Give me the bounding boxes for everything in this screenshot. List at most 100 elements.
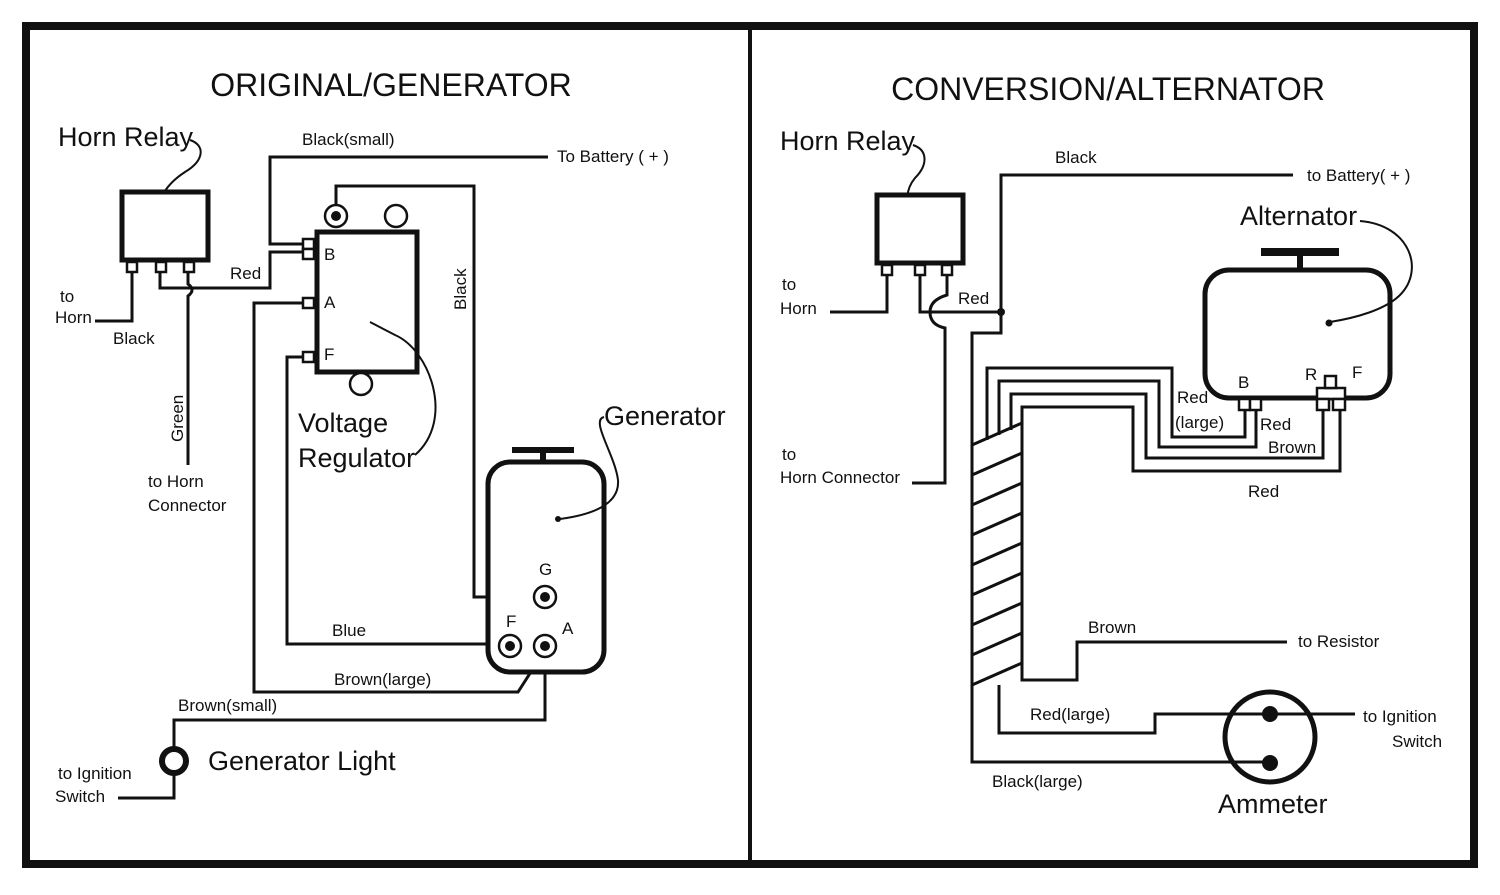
to-horn-label-2: Horn (55, 308, 92, 327)
wire-label-brown-resistor: Brown (1088, 618, 1136, 637)
to-horn-connector-label-2: Connector (148, 496, 227, 515)
wire-label-green: Green (168, 395, 187, 442)
wire-black-large (970, 312, 1268, 764)
alternator-plug-tab (1323, 374, 1338, 390)
wire-harness (971, 421, 1024, 687)
wire-blue (285, 355, 510, 646)
to-horn-connector-right-label-2: Horn Connector (780, 468, 900, 487)
wire-to-ignition (118, 773, 176, 800)
horn-relay-right: Horn Relay (780, 126, 966, 277)
alternator: B R F Alternator (1202, 201, 1413, 412)
wire-black-battery (999, 173, 1293, 312)
alternator-terminal-r-label: R (1305, 365, 1317, 384)
alternator-terminal-f (1331, 397, 1347, 412)
ammeter-gauge-icon (1222, 689, 1318, 785)
regulator-stud-2 (383, 203, 409, 229)
left-panel: ORIGINAL/GENERATOR Horn Relay to Horn Bl… (55, 67, 726, 806)
wire-red (158, 250, 308, 290)
alternator-terminal-b-1 (1237, 397, 1252, 412)
generator-light: Generator Light to Ignition Switch (55, 746, 396, 806)
wire-green (186, 272, 194, 465)
regulator-terminal-f (301, 350, 316, 364)
wire-label-red-large-ammeter: Red(large) (1030, 705, 1110, 724)
to-horn-connector-label-1: to Horn (148, 472, 204, 491)
horn-relay-label: Horn Relay (58, 122, 194, 152)
alternator-terminal-f-label: F (1352, 363, 1362, 382)
wire-black-small (268, 155, 548, 246)
horn-relay-terminal-1 (125, 260, 139, 274)
left-panel-title: ORIGINAL/GENERATOR (210, 67, 572, 103)
wire-label-red-b: Red (1260, 415, 1291, 434)
to-ignition-label-1: to Ignition (58, 764, 132, 783)
wire-label-black-large: Black(large) (992, 772, 1083, 791)
wire-label-black: Black (1055, 148, 1097, 167)
wire-label-red: Red (230, 264, 261, 283)
regulator-terminal-b-2 (301, 247, 316, 261)
horn-relay-terminal-3 (182, 260, 196, 274)
to-horn-right-label-1: to (782, 275, 796, 294)
wire-red-f (1020, 405, 1342, 473)
alternator-pointer-dot (1325, 319, 1333, 327)
regulator-terminal-a (301, 296, 316, 310)
wire-label-blue: Blue (332, 621, 366, 640)
right-panel-title: CONVERSION/ALTERNATOR (891, 71, 1325, 107)
regulator-terminal-a-label: A (324, 293, 336, 312)
wire-label-brown-small: Brown(small) (178, 696, 277, 715)
alternator-plug (1315, 386, 1347, 401)
generator-pointer-dot (555, 516, 561, 522)
wire-label-brown-large: Brown(large) (334, 670, 431, 689)
right-panel: CONVERSION/ALTERNATOR Horn Relay to Horn… (780, 71, 1442, 819)
voltage-regulator-label-2: Regulator (298, 443, 415, 473)
regulator-stud-1-center (331, 211, 341, 221)
to-horn-connector-right-label-1: to (782, 445, 796, 464)
generator-terminal-a-label: A (562, 619, 574, 638)
ammeter: Ammeter (1218, 689, 1328, 819)
horn-relay-right-terminal-3 (940, 263, 954, 277)
to-battery-label: To Battery ( + ) (557, 147, 669, 166)
alternator-pointer (1329, 220, 1413, 323)
horn-relay-label-right: Horn Relay (780, 126, 916, 156)
regulator-terminal-b-1 (301, 237, 316, 251)
alternator-pulley (1261, 248, 1339, 256)
wire-red-b (997, 379, 1258, 449)
wire-horn-right (830, 275, 889, 314)
alternator-shaft (1297, 256, 1303, 270)
generator-light-bulb-icon (159, 746, 189, 776)
generator: G F A Generator (485, 401, 726, 675)
wire-label-red-large-1: Red (1177, 388, 1208, 407)
voltage-regulator-label-1: Voltage (298, 408, 388, 438)
wire-label-red-large-2: (large) (1175, 413, 1224, 432)
to-ignition-label-2: Switch (55, 787, 105, 806)
generator-terminal-g-label: G (539, 560, 552, 579)
horn-relay-left: Horn Relay (58, 122, 211, 274)
wire-horn-black (95, 272, 134, 323)
harness-stripes (971, 421, 1023, 687)
generator-shaft (540, 453, 546, 463)
generator-light-label: Generator Light (208, 746, 396, 776)
to-battery-right-label: to Battery( + ) (1307, 166, 1410, 185)
horn-relay-right-terminal-2 (913, 263, 927, 277)
to-ignition-right-label-1: to Ignition (1363, 707, 1437, 726)
generator-terminal-f-center (505, 641, 515, 651)
alternator-terminal-r (1315, 397, 1331, 412)
wire-label-red-relay: Red (958, 289, 989, 308)
horn-relay-body-right (874, 192, 966, 266)
generator-pulley (512, 447, 574, 453)
voltage-regulator: B A F Voltage Regulator (298, 203, 437, 473)
generator-pointer (559, 416, 620, 520)
generator-label: Generator (604, 401, 726, 431)
regulator-terminal-f-label: F (324, 345, 334, 364)
generator-terminal-g-center (540, 592, 550, 602)
wire-brown-resistor (1020, 640, 1287, 682)
generator-terminal-a-center (540, 641, 550, 651)
alternator-body (1202, 267, 1393, 401)
wire-label-black-horn: Black (113, 329, 155, 348)
wire-red-large-ammeter (997, 685, 1355, 735)
horn-relay-terminal-2 (154, 260, 168, 274)
wire-label-brown-r: Brown (1268, 438, 1316, 457)
wire-red-relay (918, 275, 1000, 314)
wire-brown-large (252, 301, 547, 694)
wire-label-red-f: Red (1248, 482, 1279, 501)
ammeter-terminal-top (1262, 706, 1278, 722)
